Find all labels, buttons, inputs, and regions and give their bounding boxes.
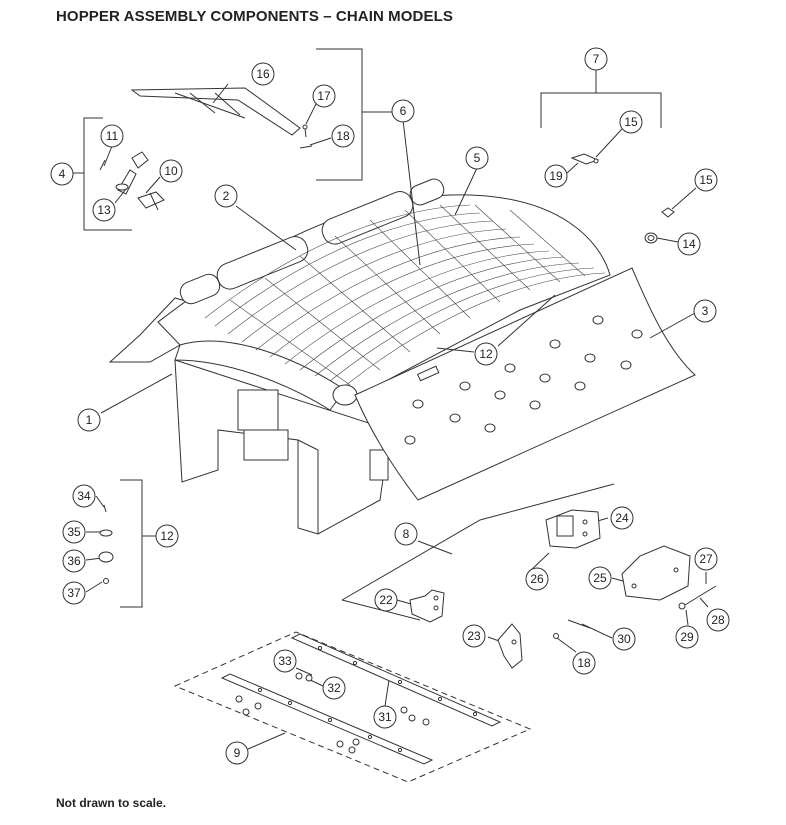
svg-text:29: 29 xyxy=(680,630,694,644)
callout-34: 34 xyxy=(72,484,96,508)
part-25-bracket xyxy=(621,545,691,601)
part-4-latch xyxy=(99,151,165,211)
svg-text:10: 10 xyxy=(164,164,178,178)
svg-text:1: 1 xyxy=(86,413,93,427)
callout-8: 8 xyxy=(394,522,418,546)
part-24-bracket xyxy=(545,509,601,549)
part-16-frame xyxy=(130,87,301,136)
callout-28: 28 xyxy=(706,608,730,632)
callout-6: 6 xyxy=(391,99,415,123)
svg-text:15: 15 xyxy=(624,115,638,129)
svg-text:18: 18 xyxy=(577,656,591,670)
page-title: HOPPER ASSEMBLY COMPONENTS – CHAIN MODEL… xyxy=(56,8,453,25)
callout-24: 24 xyxy=(610,506,634,530)
callout-22: 22 xyxy=(374,588,398,612)
part-30-pin xyxy=(553,619,591,639)
svg-text:36: 36 xyxy=(67,554,81,568)
callout-31: 31 xyxy=(373,705,397,729)
callout-35: 35 xyxy=(62,520,86,544)
callout-16: 16 xyxy=(251,62,275,86)
callout-30: 30 xyxy=(612,627,636,651)
svg-text:2: 2 xyxy=(223,189,230,203)
callout-19: 19 xyxy=(544,164,568,188)
svg-text:33: 33 xyxy=(278,654,292,668)
scale-note: Not drawn to scale. xyxy=(56,796,167,810)
part-7-hardware xyxy=(570,153,675,244)
part-27-rod xyxy=(678,585,717,610)
svg-text:19: 19 xyxy=(549,169,563,183)
part-31-strips xyxy=(220,633,502,765)
callout-27: 27 xyxy=(694,547,718,571)
svg-text:4: 4 xyxy=(59,167,66,181)
callout-7: 7 xyxy=(584,47,608,71)
callout-2: 2 xyxy=(214,184,238,208)
part-2-rollers xyxy=(179,178,445,305)
svg-text:35: 35 xyxy=(67,525,81,539)
part-3-panel xyxy=(354,267,696,501)
callout-32: 32 xyxy=(322,676,346,700)
svg-text:32: 32 xyxy=(327,681,341,695)
svg-text:6: 6 xyxy=(400,104,407,118)
svg-text:11: 11 xyxy=(106,129,119,143)
svg-text:30: 30 xyxy=(617,632,631,646)
callout-33: 33 xyxy=(273,649,297,673)
callout-25: 25 xyxy=(588,566,612,590)
svg-text:15: 15 xyxy=(699,173,713,187)
part-17-18-hardware xyxy=(299,124,313,149)
callout-5: 5 xyxy=(465,146,489,170)
svg-text:37: 37 xyxy=(67,586,81,600)
svg-text:14: 14 xyxy=(682,237,696,251)
part-12-hardware xyxy=(98,504,114,584)
svg-text:26: 26 xyxy=(530,572,544,586)
strip-fasteners xyxy=(235,672,430,754)
svg-text:22: 22 xyxy=(379,593,393,607)
callout-15-right: 15 xyxy=(694,168,718,192)
panel-holes xyxy=(404,315,643,445)
callout-14: 14 xyxy=(677,232,701,256)
callout-9: 9 xyxy=(225,741,249,765)
svg-text:34: 34 xyxy=(77,489,91,503)
svg-text:7: 7 xyxy=(593,52,600,66)
hopper-body xyxy=(108,178,611,535)
callout-3: 3 xyxy=(693,299,717,323)
callout-1: 1 xyxy=(77,408,101,432)
callout-29: 29 xyxy=(675,625,699,649)
callout-13: 13 xyxy=(92,198,116,222)
callout-23: 23 xyxy=(462,624,486,648)
strip-holes xyxy=(257,645,478,753)
callout-12-hardware: 12 xyxy=(155,524,179,548)
callout-12-hopper: 12 xyxy=(474,342,498,366)
callout-15-group7: 15 xyxy=(619,110,643,134)
svg-text:5: 5 xyxy=(474,151,481,165)
callout-18-lower: 18 xyxy=(572,651,596,675)
svg-text:24: 24 xyxy=(615,511,629,525)
callout-37: 37 xyxy=(62,581,86,605)
svg-text:18: 18 xyxy=(336,129,350,143)
svg-text:12: 12 xyxy=(479,347,493,361)
part-5-grate xyxy=(204,204,606,387)
svg-text:8: 8 xyxy=(403,527,410,541)
svg-text:23: 23 xyxy=(467,629,481,643)
svg-text:17: 17 xyxy=(317,89,331,103)
callout-4: 4 xyxy=(50,162,74,186)
callout-18-upper: 18 xyxy=(331,124,355,148)
callout-26: 26 xyxy=(525,567,549,591)
callout-10: 10 xyxy=(159,159,183,183)
svg-text:16: 16 xyxy=(256,67,270,81)
callout-17: 17 xyxy=(312,84,336,108)
part-23-bracket xyxy=(497,623,523,669)
svg-text:31: 31 xyxy=(378,710,392,724)
svg-text:9: 9 xyxy=(234,746,241,760)
svg-text:3: 3 xyxy=(702,304,709,318)
svg-text:27: 27 xyxy=(699,552,713,566)
part-22-bracket xyxy=(409,589,445,623)
svg-text:25: 25 xyxy=(593,571,607,585)
svg-text:12: 12 xyxy=(160,529,174,543)
svg-text:28: 28 xyxy=(711,613,725,627)
svg-text:13: 13 xyxy=(97,203,111,217)
callout-36: 36 xyxy=(62,549,86,573)
callout-11: 11 xyxy=(100,124,124,148)
